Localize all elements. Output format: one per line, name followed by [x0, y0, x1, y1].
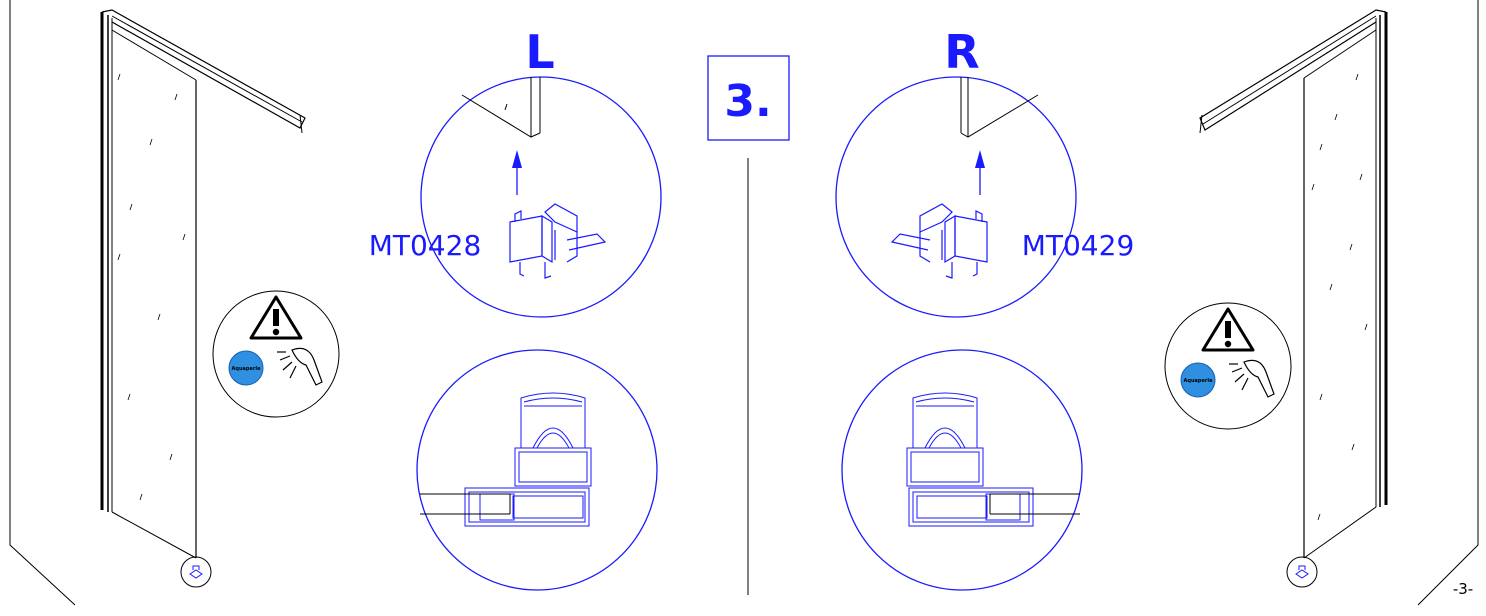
aquaperle-logo-icon: Aquaperle	[228, 350, 264, 386]
left-part-code: MT0428	[369, 229, 482, 262]
up-arrow-icon	[512, 150, 522, 195]
right-top-detail-circle: MT0429	[835, 76, 1135, 318]
aquaperle-brand-text: Aquaperle	[1184, 378, 1214, 384]
right-part-code: MT0429	[1022, 229, 1135, 262]
warning-triangle-icon	[1201, 307, 1255, 352]
page-number: -3-	[1453, 580, 1473, 598]
up-arrow-icon	[975, 150, 985, 195]
left-glass-panel	[100, 9, 306, 559]
step-number-box: 3.	[707, 55, 790, 141]
right-bottom-detail-circle	[841, 349, 1083, 591]
right-bracket-part-icon	[890, 203, 988, 279]
left-side-letter: L	[525, 25, 554, 79]
aquaperle-brand-text: Aquaperle	[232, 366, 262, 372]
warning-triangle-icon	[249, 295, 303, 340]
right-bracket-detail-circle	[1286, 556, 1318, 588]
aquaperle-logo-icon: Aquaperle	[1180, 362, 1216, 398]
left-bracket-detail-circle	[180, 556, 212, 588]
left-bottom-detail-circle	[416, 349, 658, 591]
room-outline	[9, 0, 1479, 606]
left-top-detail-circle: MT0428	[369, 76, 662, 318]
step-number-text: 3.	[724, 76, 771, 127]
right-side-letter: R	[944, 25, 979, 79]
right-glass-panel	[1199, 9, 1388, 559]
left-bracket-part-icon	[509, 203, 607, 279]
shower-head-icon	[1229, 359, 1275, 398]
left-warning-badge: Aquaperle	[212, 290, 340, 418]
right-warning-badge: Aquaperle	[1164, 302, 1292, 430]
shower-head-icon	[277, 347, 323, 386]
